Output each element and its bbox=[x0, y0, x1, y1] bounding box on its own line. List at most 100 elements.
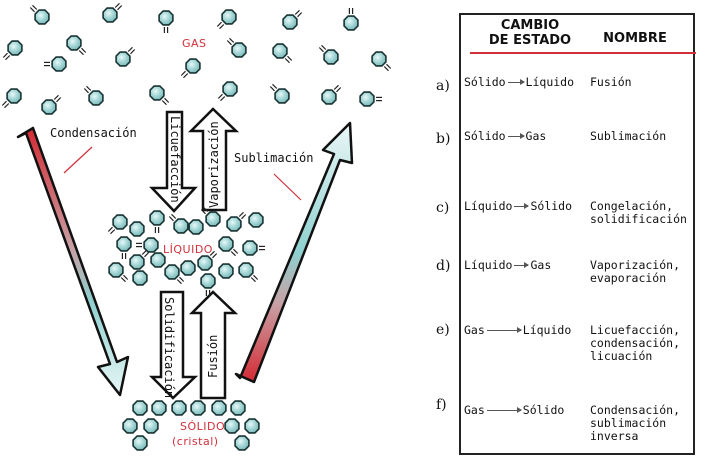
row-a-name: Fusión bbox=[590, 75, 632, 89]
to-state: Gas bbox=[525, 129, 547, 143]
from-state: Líquido bbox=[464, 258, 513, 272]
row-letter-d: d) bbox=[436, 258, 451, 274]
state-changes-table bbox=[459, 13, 695, 455]
fusion-label: Fusión bbox=[206, 335, 220, 378]
molecule-particle bbox=[234, 435, 250, 451]
solid-state-sublabel: (cristal) bbox=[172, 435, 219, 448]
sublimation-arrow bbox=[234, 121, 354, 384]
liquefaction-arrow bbox=[149, 110, 198, 213]
vaporization-label: Vaporización bbox=[207, 121, 221, 208]
condensation-arrow bbox=[16, 126, 130, 397]
molecule-particle bbox=[321, 84, 342, 105]
molecule-particle bbox=[224, 418, 240, 434]
row-c-change: Líquido Sólido bbox=[464, 200, 572, 213]
row-c-name: Congelación, solidificación bbox=[590, 199, 687, 226]
to-state: Líquido bbox=[522, 323, 572, 337]
molecule-particle bbox=[248, 212, 264, 228]
molecule-particle bbox=[164, 264, 185, 285]
row-e-change: Gas Líquido bbox=[464, 324, 571, 337]
condensation-pointer bbox=[63, 146, 93, 174]
molecule-particle bbox=[197, 250, 218, 271]
molecule-particle bbox=[200, 273, 216, 296]
liquefaction-label: Licuefacción bbox=[168, 116, 182, 203]
row-letter-e: e) bbox=[436, 322, 450, 338]
molecule-particle bbox=[226, 211, 247, 232]
molecule-particle bbox=[108, 262, 129, 283]
to-state: Líquido bbox=[525, 75, 575, 89]
molecule-particle bbox=[107, 214, 128, 235]
solidification-arrow bbox=[148, 290, 199, 400]
vaporization-arrow bbox=[187, 107, 240, 212]
arrow-icon bbox=[514, 203, 530, 209]
molecule-particle bbox=[244, 418, 260, 434]
molecule-particle bbox=[226, 37, 247, 58]
molecule-particle bbox=[66, 35, 87, 56]
row-d-name: Vaporización, evaporación bbox=[590, 258, 681, 285]
molecule-particle bbox=[44, 56, 67, 72]
row-e-name: Licuefacción, condensación, licuación bbox=[590, 323, 681, 363]
arrow-icon bbox=[486, 327, 522, 333]
arrow-icon bbox=[507, 133, 525, 139]
molecule-particle bbox=[150, 252, 166, 268]
row-d-change: Líquido Gas bbox=[464, 259, 551, 272]
molecule-particle bbox=[217, 81, 238, 102]
molecule-particle bbox=[216, 9, 237, 30]
molecule-particle bbox=[143, 418, 159, 434]
molecule-particle bbox=[149, 210, 165, 233]
to-state: Sólido bbox=[530, 199, 573, 213]
row-letter-a: a) bbox=[436, 78, 450, 94]
solidification-label: Solidificación bbox=[162, 297, 176, 398]
molecule-particle bbox=[218, 236, 239, 257]
to-state: Gas bbox=[530, 258, 552, 272]
molecule-particle bbox=[132, 270, 148, 286]
molecule-particle bbox=[180, 260, 196, 276]
molecule-particle bbox=[211, 400, 227, 416]
from-state: Líquido bbox=[464, 199, 513, 213]
molecule-particle bbox=[343, 8, 359, 31]
from-state: Sólido bbox=[464, 75, 506, 89]
molecule-particle bbox=[116, 236, 132, 259]
molecule-particle bbox=[115, 46, 136, 67]
arrow-icon bbox=[514, 262, 530, 268]
row-b-name: Sublimación bbox=[590, 129, 667, 143]
condensation-label: Condensación bbox=[50, 126, 137, 140]
particles-layer bbox=[1, 2, 392, 451]
molecule-particle bbox=[230, 400, 246, 416]
to-state: Sólido bbox=[522, 403, 565, 417]
molecule-particle bbox=[149, 85, 170, 106]
molecule-particle bbox=[171, 400, 187, 416]
header-divider bbox=[470, 52, 696, 54]
molecule-particle bbox=[200, 206, 221, 227]
header-name: NOMBRE bbox=[603, 31, 667, 46]
molecule-particle bbox=[272, 43, 293, 64]
states-of-matter-diagram: Condensación Sublimación Licuefacción Va… bbox=[1, 2, 392, 451]
molecule-particle bbox=[269, 83, 290, 104]
arrow-icon bbox=[486, 407, 522, 413]
molecule-particle bbox=[242, 240, 265, 256]
from-state: Gas bbox=[464, 323, 485, 337]
molecule-particle bbox=[158, 10, 174, 33]
molecule-particle bbox=[318, 44, 339, 65]
row-f-name: Condensación, sublimación inversa bbox=[590, 403, 681, 443]
molecule-particle bbox=[180, 58, 201, 79]
molecule-particle bbox=[2, 40, 23, 61]
molecule-particle bbox=[359, 91, 382, 107]
molecule-particle bbox=[371, 51, 392, 72]
molecule-particle bbox=[151, 400, 167, 416]
header-change: CAMBIO DE ESTADO bbox=[488, 18, 572, 48]
row-letter-b: b) bbox=[436, 131, 451, 147]
fusion-arrow bbox=[188, 290, 239, 400]
molecule-particle bbox=[282, 9, 303, 30]
molecule-particle bbox=[29, 4, 50, 25]
molecule-particle bbox=[238, 262, 259, 283]
molecule-particle bbox=[129, 249, 150, 270]
from-state: Sólido bbox=[464, 129, 506, 143]
molecule-particle bbox=[41, 94, 62, 115]
sublimation-pointer bbox=[273, 173, 302, 201]
liquid-state-label: LÍQUIDO bbox=[163, 243, 213, 256]
molecule-particle bbox=[122, 418, 138, 434]
row-letter-c: c) bbox=[436, 200, 450, 216]
row-a-change: Sólido Líquido bbox=[464, 76, 574, 89]
molecule-particle bbox=[190, 400, 206, 416]
